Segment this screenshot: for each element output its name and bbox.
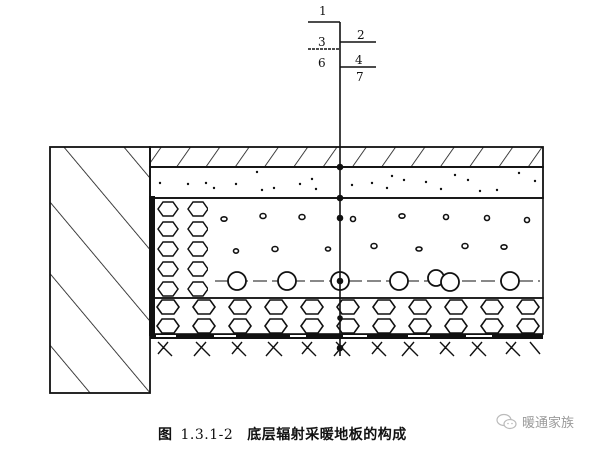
label-7: 7: [356, 70, 364, 84]
layer-insulation: [149, 297, 544, 335]
label-4: 4: [355, 53, 363, 67]
wechat-icon: [496, 413, 517, 429]
label-3: 3: [318, 35, 326, 49]
layer-moisture-barrier: [150, 334, 543, 339]
watermark-text: 暖通家族: [522, 416, 575, 431]
label-6: 6: [318, 56, 326, 70]
label-2: 2: [357, 28, 365, 42]
caption-prefix: 图: [158, 427, 173, 443]
leader-line: [308, 21, 376, 356]
layer-floor-finish: [149, 146, 544, 168]
figure-caption: 图 1.3.1-2 底层辐射采暖地板的构成: [158, 424, 407, 444]
label-1: 1: [319, 4, 327, 18]
caption-title: 底层辐射采暖地板的构成: [247, 427, 407, 443]
caption-number: 1.3.1-2: [180, 427, 234, 443]
layer-mortar: [149, 166, 544, 199]
layer-concrete-filler: [149, 197, 544, 299]
foundation-wall: [49, 146, 151, 394]
edge-insulation-strip: [149, 196, 155, 336]
layer-compacted-soil: [157, 341, 541, 357]
watermark: 暖通家族: [496, 412, 574, 431]
